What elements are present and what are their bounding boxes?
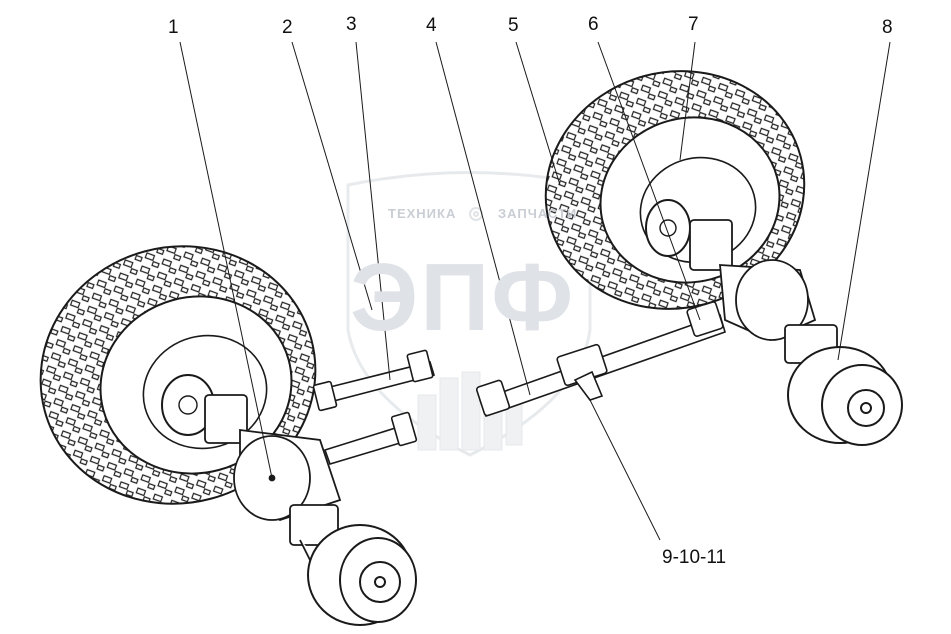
callout-9-10-11: 9-10-11 <box>662 547 727 568</box>
watermark-right-word: ЗАПЧАСТИ <box>498 206 578 221</box>
callout-2: 2 <box>282 17 293 38</box>
leader-line-9-10-11 <box>589 399 661 541</box>
leader-line-4 <box>435 41 531 396</box>
rear-right-hub <box>787 346 903 446</box>
callout-7: 7 <box>688 14 699 35</box>
leader-line-2 <box>291 41 373 311</box>
rear-right-wheel <box>544 70 806 310</box>
watermark-left-word: ТЕХНИКА <box>388 206 457 221</box>
leader-lines <box>179 41 891 541</box>
leader-line-5 <box>515 41 561 186</box>
callout-4: 4 <box>426 15 437 36</box>
callout-8: 8 <box>882 17 893 38</box>
leader-line-8 <box>837 41 891 361</box>
leader-line-6 <box>597 41 701 321</box>
callout-5: 5 <box>508 15 519 36</box>
callout-1: 1 <box>168 17 179 38</box>
callout-3: 3 <box>346 14 357 35</box>
leader-line-3 <box>355 41 391 381</box>
rear-left-hub <box>307 524 417 626</box>
callout-6: 6 <box>588 14 599 35</box>
rear-axle-housing <box>689 219 838 364</box>
watermark-logo-text: ЭПФ <box>350 244 576 351</box>
drive-shaft-lower <box>323 411 418 465</box>
drive-shaft-upper <box>312 349 436 412</box>
drive-shaft-center <box>475 301 726 418</box>
leader-line-7 <box>679 41 696 161</box>
leader-line-1 <box>179 41 273 479</box>
watermark-building-icon <box>417 371 523 451</box>
